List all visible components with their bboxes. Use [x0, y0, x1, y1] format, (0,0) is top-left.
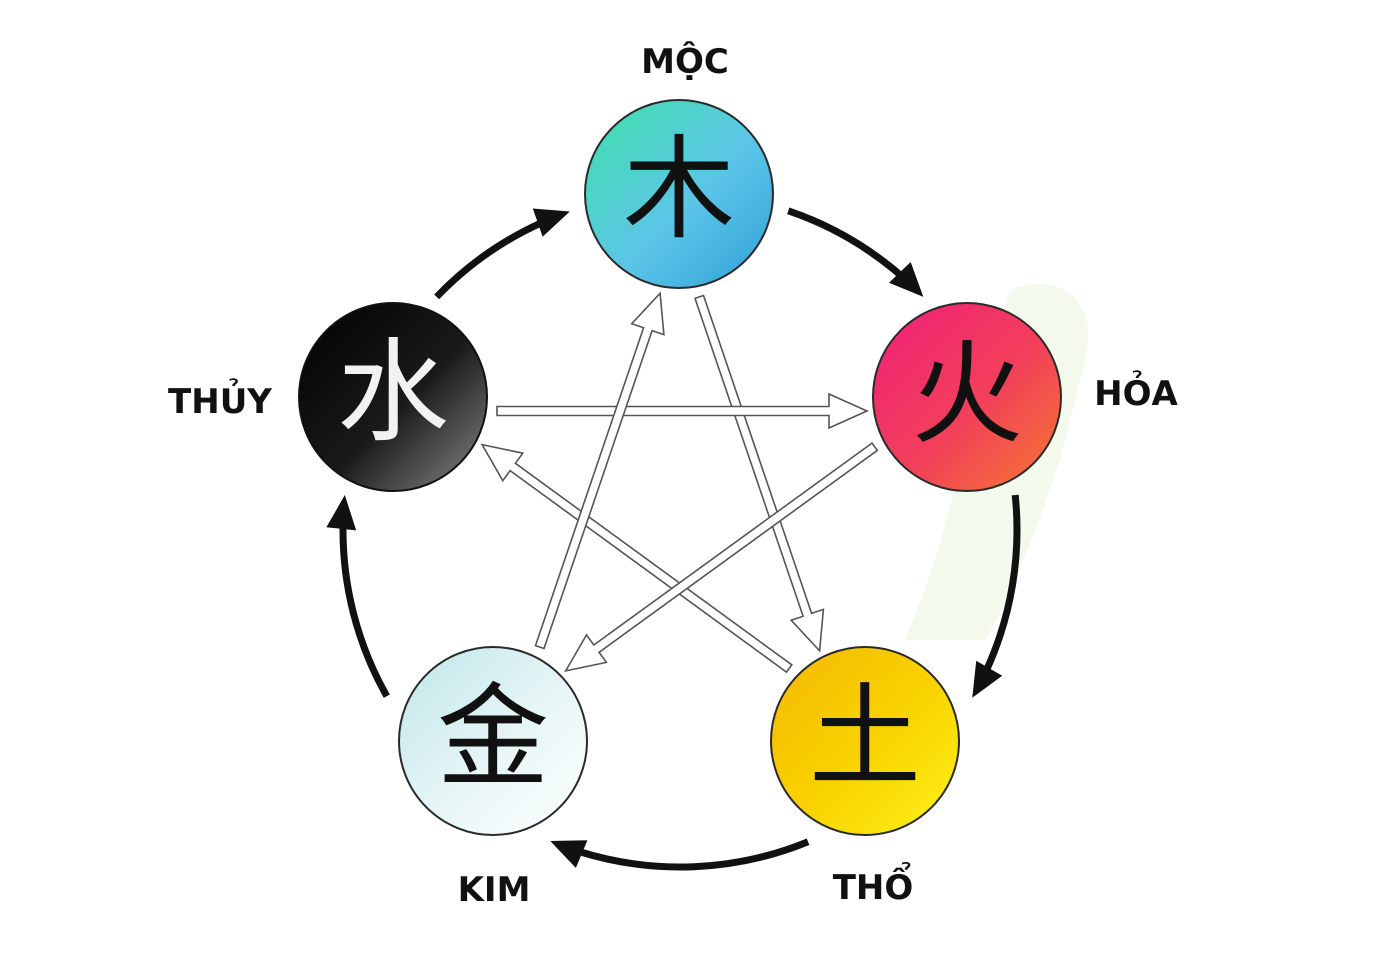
label-tho: THỔ: [833, 861, 914, 908]
element-node-tho: 土: [770, 646, 960, 836]
element-node-hoa: 火: [872, 302, 1062, 492]
generating-arrowhead-hoa-tho: [972, 660, 1003, 698]
kim-circle: [398, 646, 588, 836]
controlling-arrow-kim-moc: [534, 291, 665, 650]
thuy-glyph: 水: [337, 328, 449, 458]
element-node-moc: 木: [584, 99, 774, 289]
generating-arrowhead-thuy-moc: [532, 208, 570, 237]
controlling-arrow-thuy-hoa: [496, 392, 869, 430]
controlling-arrow-hoa-kim: [564, 441, 879, 673]
controlling-arrow-tho-thuy: [480, 443, 793, 674]
element-node-kim: 金: [398, 646, 588, 836]
kim-glyph: 金: [437, 673, 549, 803]
generating-arrow-hoa-tho: [983, 494, 1021, 672]
generating-arrow-tho-kim: [577, 838, 810, 871]
controlling-cycle-arrows: [480, 291, 879, 674]
thuy-circle: [298, 302, 488, 492]
label-thuy: THỦY: [168, 378, 272, 422]
generating-arrowhead-tho-kim: [550, 840, 588, 868]
generating-arrow-kim-thuy: [339, 525, 390, 698]
label-hoa: HỎA: [1094, 370, 1178, 414]
generating-arrowhead-kim-thuy: [326, 495, 357, 531]
tho-circle: [770, 646, 960, 836]
hoa-circle: [872, 302, 1062, 492]
label-kim: KIM: [458, 870, 531, 910]
generating-cycle-arrows: [326, 207, 1021, 871]
hoa-glyph: 火: [911, 330, 1023, 460]
generating-arrow-moc-hoa: [787, 207, 904, 279]
controlling-arrow-moc-tho: [693, 294, 825, 653]
generating-arrow-thuy-moc: [434, 219, 543, 300]
label-moc: MỘC: [641, 41, 729, 82]
element-node-thuy: 水: [298, 302, 488, 492]
moc-glyph: 木: [623, 125, 735, 255]
generating-arrowhead-moc-hoa: [888, 261, 924, 297]
tho-glyph: 土: [809, 673, 921, 803]
moc-circle: [584, 99, 774, 289]
